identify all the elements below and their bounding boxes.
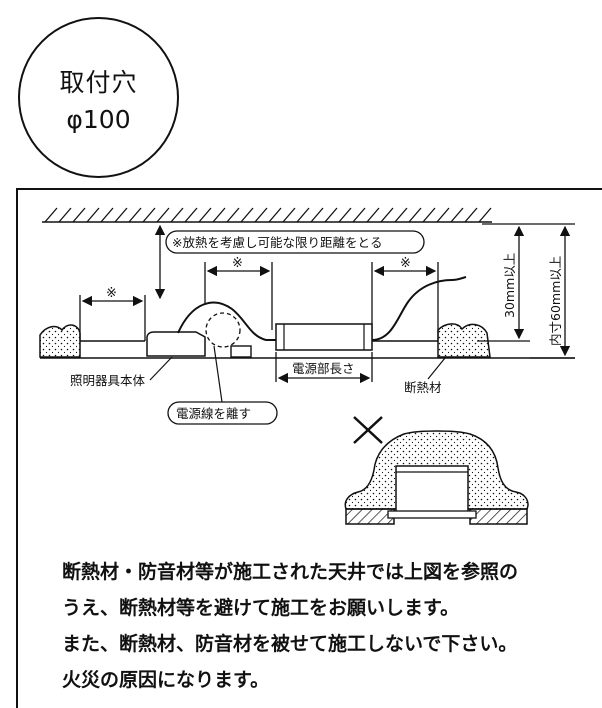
power-unit xyxy=(275,323,373,351)
cross-mark-icon xyxy=(353,416,383,444)
installation-diagram: ※ ※ ※ ※放熱を考慮し可能な限り距離をとる 電源部長さ 照明器具本体 断熱材… xyxy=(39,207,575,525)
keep-wire-away-label: 電源線を離す xyxy=(176,406,251,421)
clearance-middle xyxy=(204,262,273,330)
clearance-mark-middle: ※ xyxy=(232,256,243,271)
keep-wire-frame xyxy=(167,401,278,425)
insulation-right xyxy=(437,323,491,358)
mounting-hole-badge: 取付穴 φ100 xyxy=(18,17,179,178)
covered-ceiling-right xyxy=(469,508,528,525)
heat-note-frame xyxy=(165,230,425,254)
fixture-connector xyxy=(230,345,252,358)
covered-ceiling-left xyxy=(345,508,395,525)
dim-30mm-label: 30mm以上 xyxy=(502,253,517,318)
clearance-mark-left: ※ xyxy=(106,286,117,301)
clearance-mark-right: ※ xyxy=(400,256,411,271)
fixture-body-label: 照明器具本体 xyxy=(70,373,146,388)
fixture-body xyxy=(146,331,206,357)
clearance-left xyxy=(79,295,146,341)
heat-note: ※放熱を考慮し可能な限り距離をとる xyxy=(172,235,382,250)
mounting-hole-label: 取付穴 xyxy=(59,68,138,97)
power-length-dim xyxy=(275,352,373,384)
power-wire xyxy=(177,301,276,341)
warning-line-3: また、断熱材、防音材を被せて施工しないで下さい。 xyxy=(62,633,518,655)
clearance-right xyxy=(371,262,439,341)
ceiling-slab xyxy=(42,207,492,223)
insulation-left xyxy=(39,324,81,358)
power-length-label: 電源部長さ xyxy=(292,361,355,376)
insulation-leader xyxy=(427,357,446,380)
warning-line-2: うえ、断熱材等を避けて施工をお願いします。 xyxy=(62,597,460,619)
covered-fixture-flange xyxy=(387,510,477,519)
mounting-hole-size: φ100 xyxy=(66,105,131,134)
ceiling-board xyxy=(40,340,575,359)
dim-30mm xyxy=(477,223,530,342)
wire-highlight-circle xyxy=(205,312,241,348)
warning-line-4: 火災の原因になります。 xyxy=(62,669,270,691)
warning-line-1: 断熱材・防音材等が施工された天井では上図を参照の xyxy=(62,561,519,583)
covered-fixture xyxy=(395,465,469,513)
wire-highlight-leader xyxy=(213,345,223,403)
insulation-label: 断熱材 xyxy=(404,380,442,395)
fixture-leader xyxy=(149,356,173,381)
dim-60mm xyxy=(530,223,575,359)
dim-60mm-label: 内寸60mm以上 xyxy=(548,256,563,346)
power-wire-out xyxy=(371,276,467,341)
installation-panel xyxy=(16,188,602,708)
